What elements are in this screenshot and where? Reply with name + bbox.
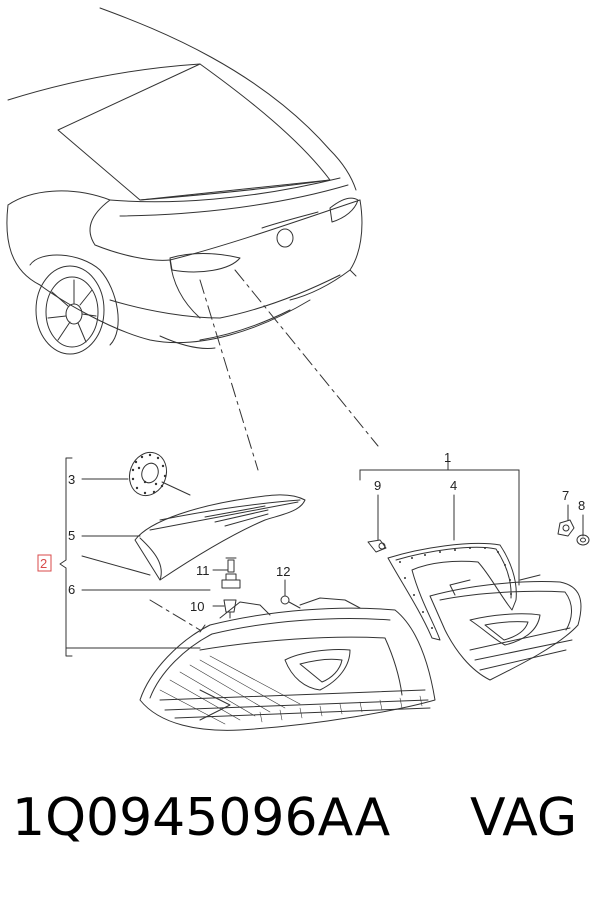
- part-3-gasket: [128, 451, 191, 497]
- callout-7: 7: [562, 488, 569, 503]
- part-5-trim-panel: [134, 494, 306, 581]
- callout-5: 5: [68, 528, 75, 543]
- callout-9: 9: [374, 478, 381, 493]
- part-number: 1Q0945096AA: [12, 788, 391, 848]
- inner-tail-lamp: [429, 574, 582, 681]
- group-bracket-2: [59, 457, 201, 657]
- part-8-washer: [576, 534, 590, 546]
- callout-3: 3: [68, 472, 75, 487]
- part-9-socket: [367, 539, 387, 553]
- callout-1: 1: [444, 450, 451, 465]
- brand-name: VAG: [470, 788, 578, 848]
- rear-wheel: [29, 254, 119, 355]
- leader-lines: [199, 269, 379, 471]
- part-11-bolt: [221, 557, 241, 589]
- callout-4: 4: [450, 478, 457, 493]
- callout-2: 2: [40, 556, 47, 571]
- callout-6: 6: [68, 582, 75, 597]
- group-bracket-1: [359, 461, 520, 586]
- callout-10: 10: [190, 599, 204, 614]
- outer-tail-lamp: [139, 597, 436, 731]
- callout-2-box: [37, 554, 52, 572]
- part-7-nut: [557, 519, 575, 537]
- part-10-clip: [223, 599, 237, 619]
- car-rear-outline: [6, 7, 363, 355]
- callout-12: 12: [276, 564, 290, 579]
- callout-labels: 1 2 3 4 5 6 7 8 9 10 11 12: [37, 450, 585, 614]
- callout-8: 8: [578, 498, 585, 513]
- part-12-screw: [280, 595, 301, 609]
- callout-leaders: [81, 478, 584, 607]
- callout-11: 11: [196, 563, 210, 578]
- tail-light-exploded-diagram: 1 2 3 4 5 6 7 8 9 10 11 12: [6, 7, 590, 731]
- part-4-gasket-frame: [387, 542, 517, 641]
